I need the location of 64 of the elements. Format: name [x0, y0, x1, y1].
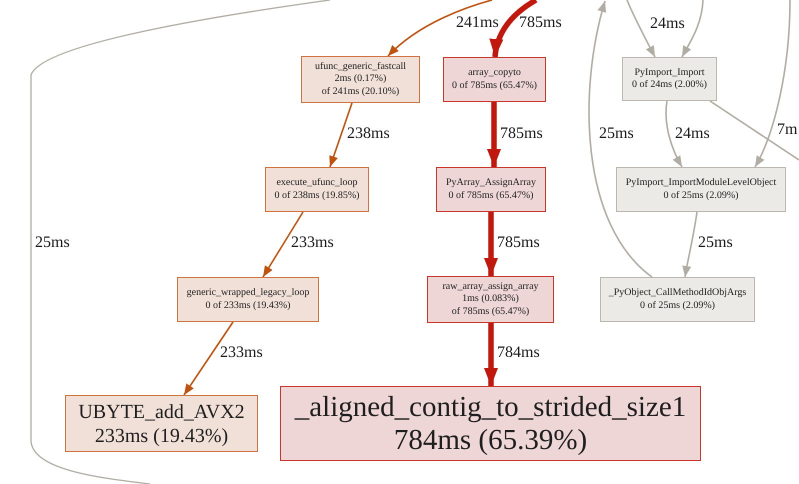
time-stats: 1ms (0.083%)	[462, 293, 519, 306]
time-stats: 0 of 233ms (19.43%)	[206, 300, 290, 312]
function-box	[443, 57, 546, 102]
function-box	[427, 276, 554, 323]
call-arrow	[262, 212, 304, 278]
function-name: generic_wrapped_legacy_loop	[186, 287, 310, 300]
call-arrow	[484, 212, 498, 276]
edge-label: 25ms	[698, 234, 733, 251]
edge-label: 241ms	[456, 14, 499, 31]
time-stats: 0 of 785ms (65.47%)	[452, 80, 537, 92]
function-box	[301, 56, 420, 103]
edge-label: 785ms	[519, 14, 562, 31]
time-stats: 2ms (0.17%)	[334, 73, 386, 86]
time-stats: 0 of 785ms (65.47%)	[448, 190, 534, 202]
edge-label: 7m	[777, 121, 798, 138]
function-box	[436, 167, 546, 212]
function-name: _PyObject_CallMethodIdObjArgs	[608, 287, 746, 300]
call-arrow	[681, 0, 704, 58]
function-box	[177, 277, 319, 322]
call-arrow	[588, 0, 653, 278]
function-box	[600, 277, 755, 322]
function-name: PyImport_ImportModuleLevelObject	[626, 177, 776, 190]
function-box	[265, 167, 369, 212]
function-name: UBYTE_add_AVX2	[78, 400, 245, 424]
function-box	[616, 167, 786, 212]
time-stats: 0 of 238ms (19.85%)	[274, 190, 360, 202]
function-name: execute_ufunc_loop	[276, 177, 358, 190]
call-arrow	[490, 0, 538, 58]
call-arrow	[484, 323, 498, 386]
call-arrow	[487, 102, 501, 167]
function-name: raw_array_assign_array	[442, 280, 539, 294]
call-arrow	[329, 102, 353, 168]
time-stats: 0 of 24ms (2.00%)	[632, 79, 707, 92]
time-stats: 233ms (19.43%)	[94, 424, 228, 448]
edge-label: 238ms	[347, 125, 390, 142]
function-name: ufunc_generic_fastcall	[314, 60, 406, 74]
edge-label: 233ms	[220, 344, 263, 361]
edge-label: 24ms	[650, 15, 685, 32]
time-stats: 784ms (65.39%)	[394, 424, 588, 456]
call-arrow	[665, 100, 683, 168]
call-arrow	[387, 0, 492, 57]
edge-label: 784ms	[497, 344, 540, 361]
edge-label: 25ms	[599, 125, 634, 142]
function-name: PyImport_Import	[634, 66, 704, 79]
call-arrow	[682, 212, 698, 278]
function-name: PyArray_AssignArray	[446, 177, 536, 190]
time-stats: 0 of 25ms (2.09%)	[664, 190, 738, 202]
time-stats: of 241ms (20.10%)	[322, 86, 400, 98]
duration-label: 25ms	[35, 234, 70, 251]
time-stats: of 785ms (65.47%)	[452, 306, 530, 318]
edge-label: 785ms	[500, 125, 543, 142]
function-box	[622, 57, 717, 101]
time-stats: 0 of 25ms (2.09%)	[640, 300, 715, 312]
call-line	[710, 100, 799, 161]
edge-label: 24ms	[675, 125, 710, 142]
edge-label: 785ms	[497, 234, 540, 251]
function-box	[280, 386, 701, 461]
call-arrow	[626, 0, 656, 58]
edge-label: 233ms	[291, 234, 334, 251]
function-name: _aligned_contig_to_strided_size1	[294, 390, 686, 424]
function-name: array_copyto	[468, 67, 521, 80]
function-box	[65, 395, 258, 452]
call-arrow	[183, 322, 234, 396]
call-arrow	[754, 0, 791, 168]
